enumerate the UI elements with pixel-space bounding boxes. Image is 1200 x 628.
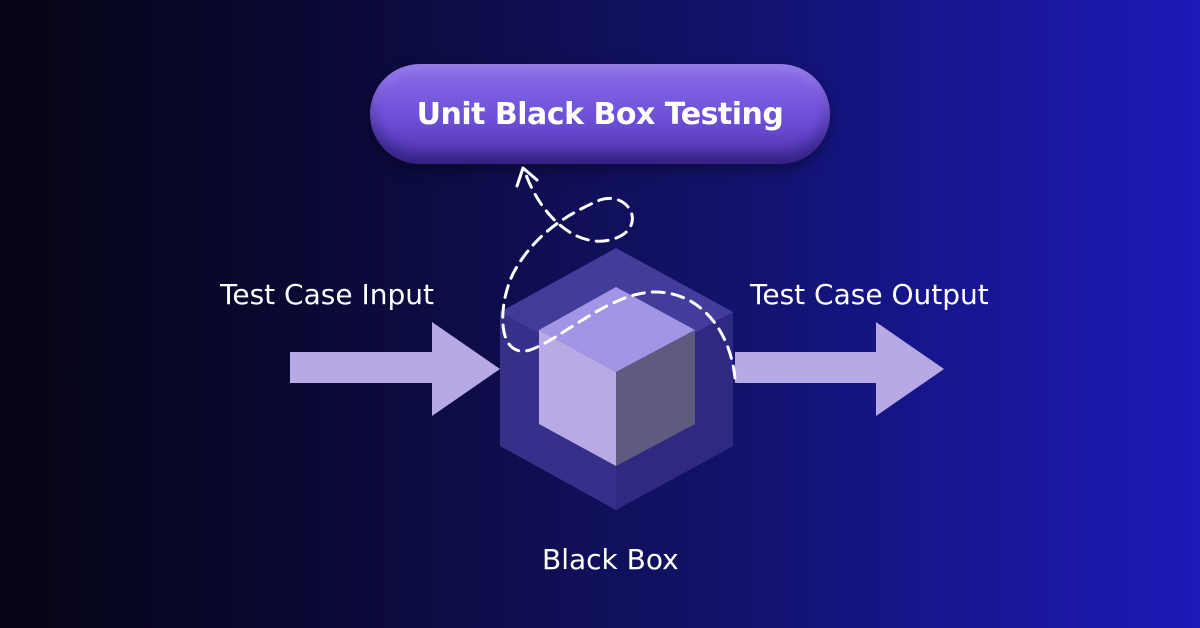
title-pill: Unit Black Box Testing [370,64,830,164]
inner-cube [539,287,695,466]
cube-left-face [539,330,616,466]
cube-right-face [616,330,695,466]
dashed-arrowhead [515,166,539,188]
output-label: Test Case Output [750,278,989,311]
black-box-label: Black Box [542,543,679,576]
diagram-title: Unit Black Box Testing [416,96,784,132]
dashed-flow-path [501,170,737,380]
output-arrow [735,322,944,416]
input-arrow [290,322,500,416]
cube-top-face [539,287,695,372]
input-label: Test Case Input [220,278,434,311]
